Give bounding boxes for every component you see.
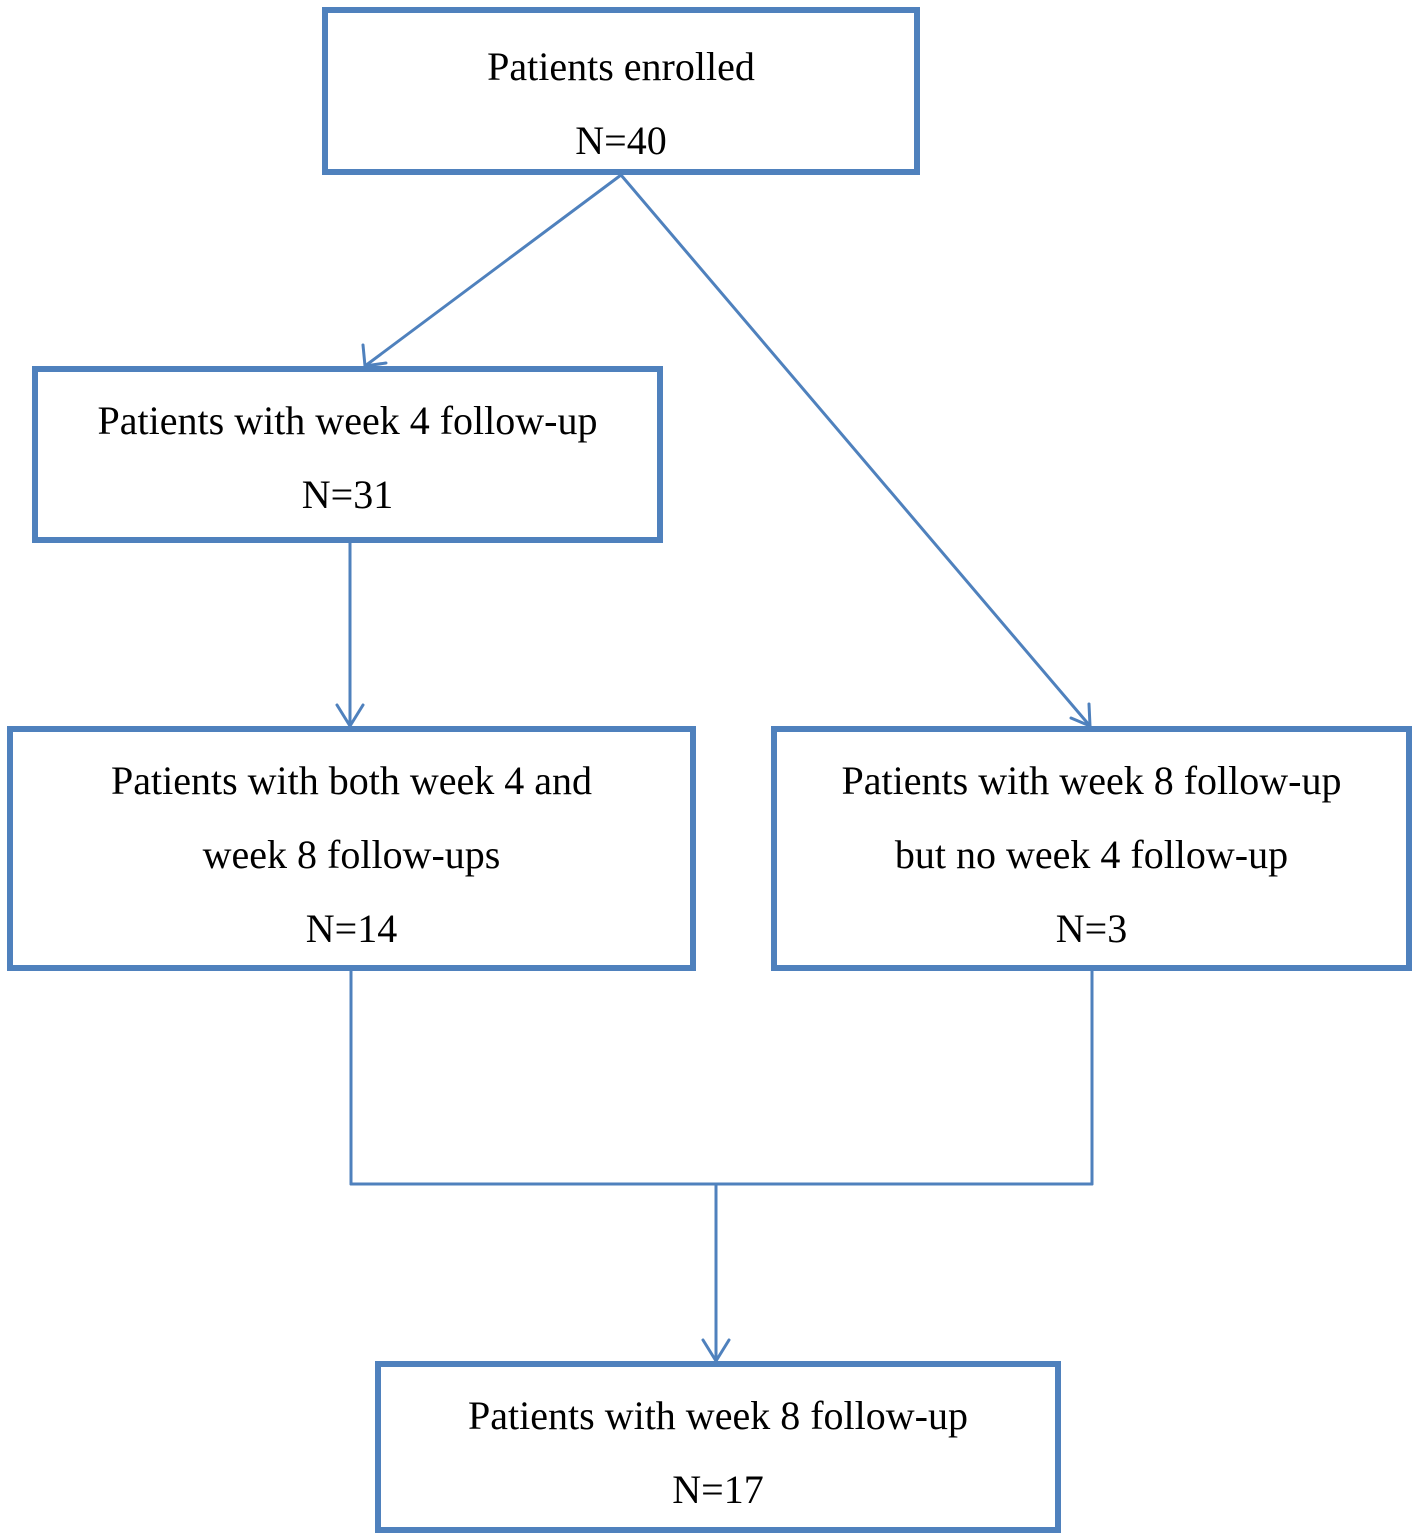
box-week4-follow-up: Patients with week 4 follow-up N=31 xyxy=(32,366,663,543)
box-week8-only-label-line1: Patients with week 8 follow-up xyxy=(841,758,1342,803)
box-final-count: N=17 xyxy=(672,1467,764,1512)
box-both-label-line1: Patients with both week 4 and xyxy=(110,758,593,803)
box-final-label: Patients with week 8 follow-up xyxy=(468,1393,968,1438)
arrow-enrolled-to-week8-only xyxy=(619,173,1092,728)
box-week8-only-follow-up: Patients with week 8 follow-up but no we… xyxy=(771,726,1412,971)
arrowhead-week4 xyxy=(361,343,388,368)
box-week8-only-count: N=3 xyxy=(1055,906,1128,951)
box-patients-enrolled: Patients enrolled N=40 xyxy=(322,7,920,175)
box-enrolled-label: Patients enrolled xyxy=(487,44,755,89)
box-both-count: N=14 xyxy=(305,906,398,951)
box-week4-label: Patients with week 4 follow-up xyxy=(97,398,598,443)
box-both-follow-ups: Patients with both week 4 and week 8 fol… xyxy=(7,726,696,971)
box-week8-follow-up-total: Patients with week 8 follow-up N=17 xyxy=(375,1361,1061,1533)
box-enrolled-count: N=40 xyxy=(575,118,667,163)
box-both-label-line2: week 8 follow-ups xyxy=(202,832,501,877)
box-week8-only-label-line2: but no week 4 follow-up xyxy=(894,832,1289,877)
arrow-enrolled-to-week4 xyxy=(363,173,623,368)
box-week4-count: N=31 xyxy=(301,472,394,517)
